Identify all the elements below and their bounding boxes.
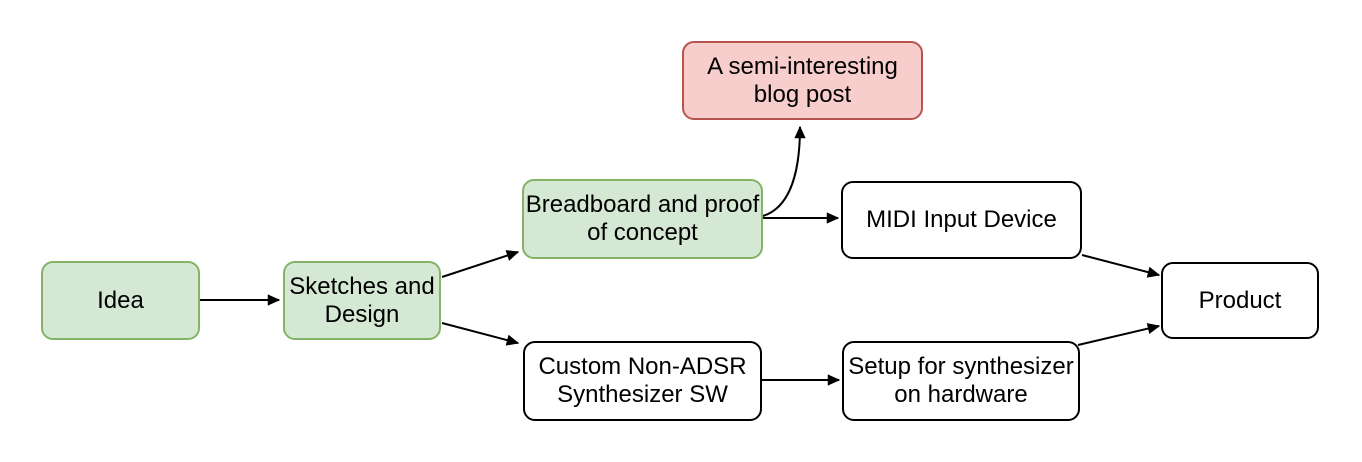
node-product: Product xyxy=(1161,262,1319,339)
edge-sketches-to-custom-sw xyxy=(441,322,520,346)
node-midi-label: MIDI Input Device xyxy=(866,206,1057,234)
node-breadboard: Breadboard and proof of concept xyxy=(522,179,763,259)
edge-breadboard-to-blog-post xyxy=(762,125,806,217)
edge-setup-to-product xyxy=(1077,323,1161,346)
node-blog-post-label: A semi-interesting blog post xyxy=(707,52,898,108)
node-breadboard-label: Breadboard and proof of concept xyxy=(525,191,760,246)
edge-midi-to-product xyxy=(1081,254,1161,278)
node-idea: Idea xyxy=(41,261,200,340)
node-sketches-label: Sketches and Design xyxy=(289,272,435,328)
node-idea-label: Idea xyxy=(97,286,144,314)
edge-sketches-to-breadboard xyxy=(441,250,520,278)
node-blog-post: A semi-interesting blog post xyxy=(682,41,923,120)
node-midi: MIDI Input Device xyxy=(841,181,1082,259)
node-setup-label: Setup for synthesizer on hardware xyxy=(848,353,1074,408)
node-sketches: Sketches and Design xyxy=(283,261,441,340)
node-custom-sw: Custom Non-ADSR Synthesizer SW xyxy=(523,341,762,421)
node-product-label: Product xyxy=(1198,286,1282,314)
node-custom-sw-label: Custom Non-ADSR Synthesizer SW xyxy=(538,353,747,408)
node-setup: Setup for synthesizer on hardware xyxy=(842,341,1080,421)
